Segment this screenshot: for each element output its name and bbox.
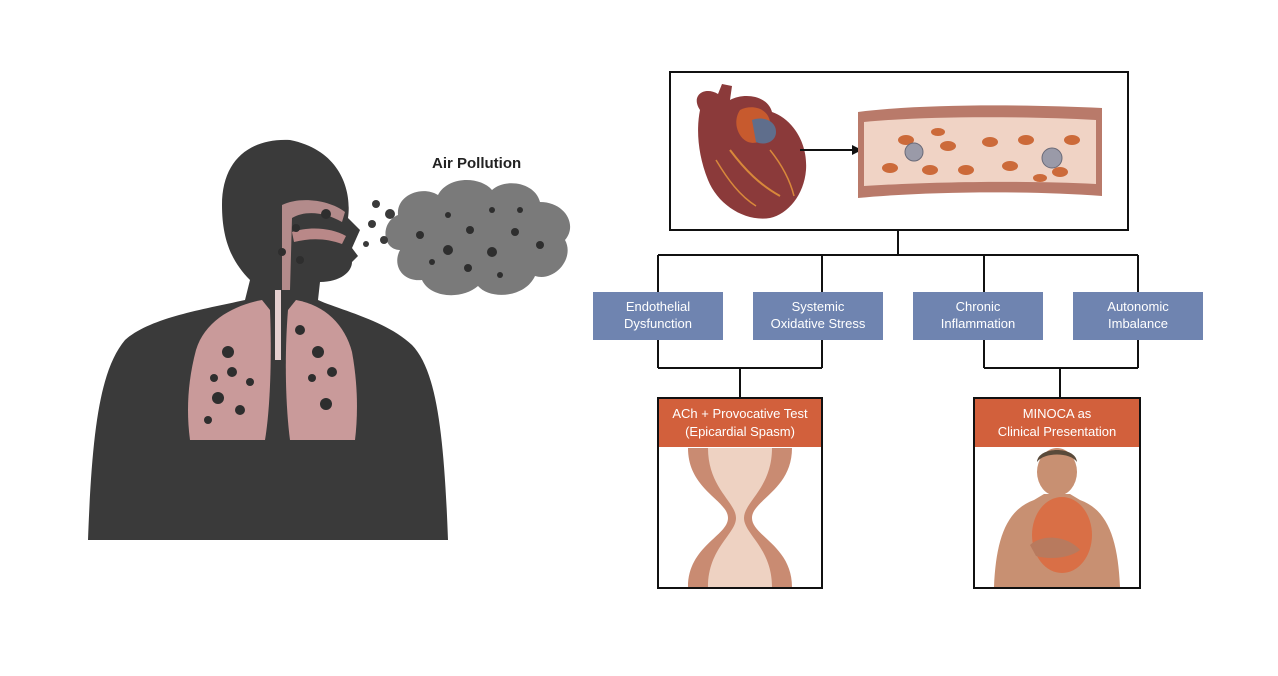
airway (282, 200, 345, 290)
human-silhouette (88, 139, 448, 540)
blood-cells (882, 128, 1080, 182)
blood-vessel-illustration (858, 105, 1102, 198)
outcome-label-line2: (Epicardial Spasm) (685, 424, 795, 439)
outcome-label-line1: MINOCA as (1023, 406, 1092, 421)
spasm-vessel-illustration (688, 448, 792, 587)
inhaled-particles (363, 200, 395, 247)
outcome-epicardial-spasm: ACh + Provocative Test (Epicardial Spasm… (657, 397, 823, 589)
mechanism-systemic-oxidative-stress: Systemic Oxidative Stress (753, 292, 883, 340)
white-cells (904, 142, 1063, 169)
oral-cavity (292, 228, 346, 244)
mechanism-label-line2: Inflammation (941, 316, 1015, 331)
mechanism-chronic-inflammation: Chronic Inflammation (913, 292, 1043, 340)
connector-lines (657, 230, 1139, 398)
mechanism-autonomic-imbalance: Autonomic Imbalance (1073, 292, 1203, 340)
body-particles (204, 209, 337, 424)
mechanism-label-line1: Endothelial (626, 299, 690, 314)
mechanism-label-line1: Autonomic (1107, 299, 1169, 314)
smog-particles (416, 207, 544, 278)
mechanism-label-line2: Dysfunction (624, 316, 692, 331)
arrow-heart-to-vessel (800, 145, 862, 155)
heart-vessel-panel (669, 71, 1129, 231)
mechanism-label-line2: Imbalance (1108, 316, 1168, 331)
mechanism-label-line2: Oxidative Stress (771, 316, 866, 331)
mechanism-label-line1: Systemic (792, 299, 845, 314)
heart-illustration (696, 84, 807, 219)
mechanism-endothelial-dysfunction: Endothelial Dysfunction (593, 292, 723, 340)
smog-cloud (385, 180, 571, 296)
right-lung (285, 300, 357, 440)
air-pollution-label: Air Pollution (432, 155, 521, 172)
outcome-label-line1: ACh + Provocative Test (672, 406, 808, 421)
pain-highlight (1032, 497, 1092, 573)
mechanism-label-line1: Chronic (956, 299, 1001, 314)
patient-chest-pain-illustration (994, 448, 1120, 587)
outcome-minoca: MINOCA as Clinical Presentation (973, 397, 1141, 589)
patient-head (1037, 448, 1077, 496)
outcome-label-line2: Clinical Presentation (998, 424, 1117, 439)
air-pollution-cloud: Air Pollution (363, 155, 571, 296)
